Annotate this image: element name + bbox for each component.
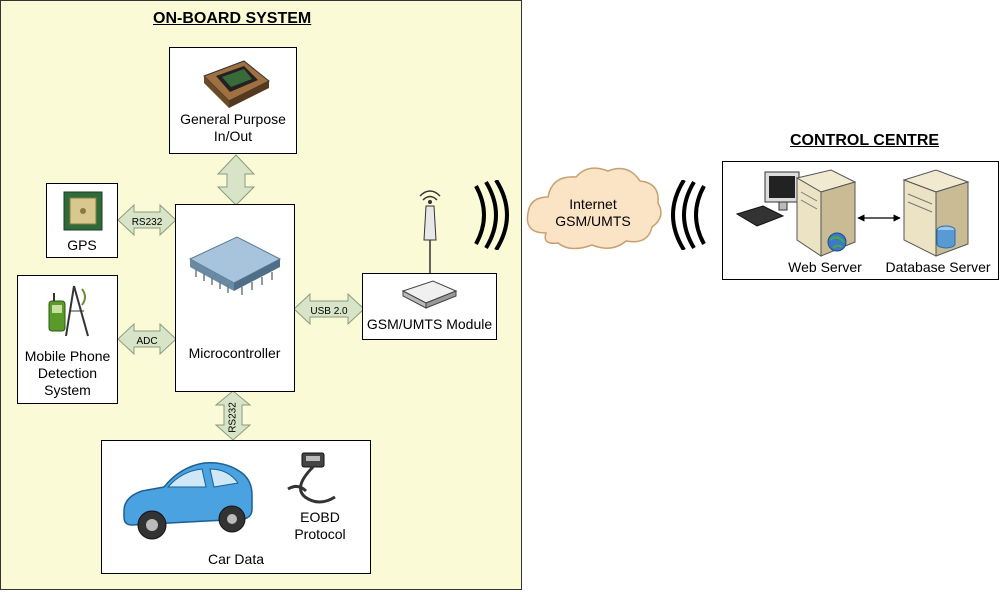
gpio-label: General Purpose In/Out bbox=[180, 111, 286, 144]
car-data-label: Car Data bbox=[207, 551, 265, 567]
link-usb-label: USB 2.0 bbox=[310, 306, 348, 317]
internet-cloud-label: Internet GSM/UMTS bbox=[555, 196, 631, 229]
car-icon bbox=[123, 461, 253, 540]
web-server-label: Web Server bbox=[788, 259, 862, 275]
onboard-title: ON-BOARD SYSTEM bbox=[153, 10, 312, 27]
microcontroller-box: Microcontroller bbox=[175, 204, 295, 392]
mobile-detect-label: Mobile Phone Detection System bbox=[24, 348, 111, 398]
signal-waves-right-icon bbox=[671, 180, 706, 250]
mobile-detect-box: Mobile Phone Detection System bbox=[17, 275, 118, 404]
link-adc-label: ADC bbox=[136, 336, 158, 347]
gps-label: GPS bbox=[67, 237, 97, 253]
link-gps-label: RS232 bbox=[131, 217, 163, 228]
modem-icon bbox=[401, 280, 458, 309]
gps-box: GPS bbox=[46, 183, 118, 258]
gsm-module-label: GSM/UMTS Module bbox=[366, 316, 493, 332]
obd-connector-icon bbox=[287, 452, 336, 504]
gsm-module-box: GSM/UMTS Module bbox=[362, 273, 497, 340]
car-data-box: EOBD Protocol Car Data bbox=[101, 440, 371, 574]
eobd-label: EOBD Protocol bbox=[294, 509, 346, 542]
web-server-icon bbox=[735, 169, 857, 257]
antenna-icon bbox=[419, 190, 441, 280]
internet-cloud-icon bbox=[526, 167, 662, 250]
microcontroller-label: Microcontroller bbox=[188, 345, 281, 361]
gpio-box: General Purpose In/Out bbox=[169, 47, 297, 154]
arrow-gpio bbox=[216, 154, 256, 206]
database-server-label: Database Server bbox=[885, 259, 991, 275]
link-car-label: RS232 bbox=[227, 402, 239, 433]
control-title: CONTROL CENTRE bbox=[790, 132, 940, 149]
mobile-phone-icon bbox=[48, 285, 89, 337]
signal-waves-left-icon bbox=[474, 180, 509, 250]
microcontroller-icon bbox=[188, 236, 282, 295]
gps-icon bbox=[63, 191, 103, 231]
chip-icon bbox=[203, 60, 270, 108]
database-server-icon bbox=[902, 169, 970, 257]
